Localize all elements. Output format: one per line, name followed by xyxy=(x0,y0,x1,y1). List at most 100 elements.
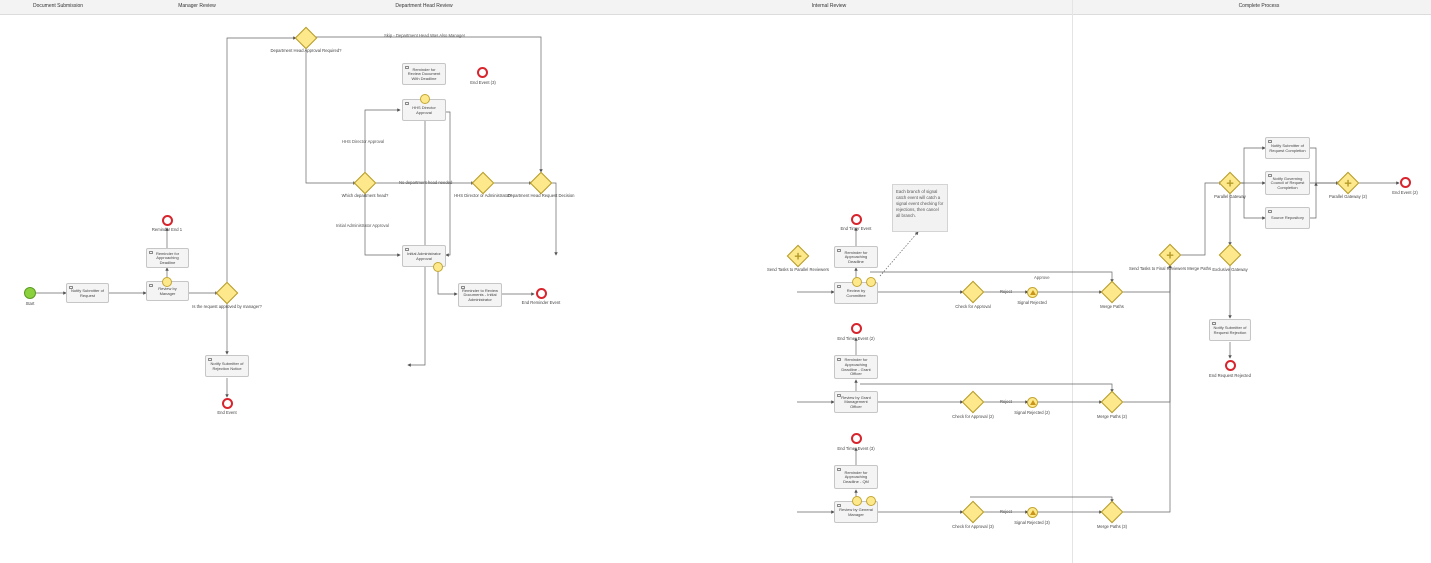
task-initial-administrator-approval[interactable]: Initial Administrator Approval xyxy=(402,245,446,267)
task-label: Review by Committee xyxy=(846,287,866,298)
gateway-exclusive-label: Exclusive Gateway xyxy=(1212,267,1248,272)
timer-boundary-event[interactable] xyxy=(162,277,172,287)
flow-merge3-to-final xyxy=(1122,264,1172,513)
task-label: Reminder to Review Documents - Initial A… xyxy=(462,287,499,302)
task-label: Source Repository xyxy=(1271,215,1304,221)
task-icon xyxy=(405,248,409,251)
gateway-merge-paths-3-label: Merge Paths (3) xyxy=(1096,524,1128,529)
flow-label-hhs-director: HHS Director Approval xyxy=(342,139,385,144)
task-reminder-approaching-deadline-2[interactable]: Reminder for Approaching Deadline xyxy=(834,246,878,268)
signal-rejected-label: Signal Rejected xyxy=(1017,300,1047,305)
signal-rejected-event-3[interactable] xyxy=(1027,507,1038,518)
task-label: Reminder for Review Document With Deadli… xyxy=(407,66,441,81)
task-icon xyxy=(837,249,841,252)
end-event-2[interactable] xyxy=(1400,177,1411,188)
timer-boundary-event-committee-2[interactable] xyxy=(866,277,876,287)
end-reminder-event[interactable] xyxy=(536,288,547,299)
flow-parallel-to-source xyxy=(1240,182,1266,220)
task-reminder-approaching-deadline-3[interactable]: Reminder for Approaching Deadline - Gran… xyxy=(834,355,878,379)
task-icon xyxy=(69,286,73,289)
gateway-parallel-2-label: Parallel Gateway (2) xyxy=(1329,194,1367,199)
flow-parallel-to-notify-submitter xyxy=(1240,146,1266,184)
task-reminder-review-documents[interactable]: Reminder to Review Documents - Initial A… xyxy=(458,283,502,307)
task-icon xyxy=(405,102,409,105)
end-event[interactable] xyxy=(222,398,233,409)
lane-header-bar xyxy=(0,0,1431,15)
task-notify-submitter-completion[interactable]: Notify Submitter of Request Completion xyxy=(1265,137,1310,159)
flow-merge2-to-final xyxy=(1122,264,1172,403)
task-review-by-grant-officer[interactable]: Review by Grant Management Officer xyxy=(834,391,878,413)
end-timer-event-2[interactable] xyxy=(851,323,862,334)
task-notify-submitter-rejection[interactable]: Notify Submitter of Request Rejection xyxy=(1209,319,1251,341)
annotation-signal-catch: Each branch of signal catch event will c… xyxy=(892,184,948,232)
gateway-check-approval-label: Check for Approval xyxy=(955,304,991,309)
flow-label-approve: Approve xyxy=(1034,275,1050,280)
task-notify-submitter-start[interactable]: Notify Submitter of Request xyxy=(66,283,109,303)
gateway-hhs-or-admin-label: HHS Director or Administrator? xyxy=(454,193,512,198)
end-timer-event[interactable] xyxy=(851,214,862,225)
end-timer-event-2-label: End Timer Event (2) xyxy=(837,336,875,341)
task-label: Reminder for Approaching Deadline xyxy=(155,250,180,265)
timer-boundary-event-gm[interactable] xyxy=(852,496,862,506)
task-reminder-approaching-deadline-4[interactable]: Reminder for Approaching Deadline - QM xyxy=(834,465,878,489)
signal-rejected-event-2[interactable] xyxy=(1027,397,1038,408)
end-request-rejected-label: End Request Rejected xyxy=(1209,373,1251,378)
lane-title-department-head-review: Department Head Review xyxy=(395,3,453,9)
flow-label-initial-admin: Initial Administrator Approval xyxy=(336,223,389,228)
end-event-label: End Event xyxy=(217,410,237,415)
task-icon xyxy=(1212,322,1216,325)
gateway-check-approval-2-label: Check for Approval (2) xyxy=(952,414,994,419)
task-label: Notify Submitter of Request Rejection xyxy=(1213,324,1247,335)
task-notify-governing-council[interactable]: Notify Governing Council of Request Comp… xyxy=(1265,171,1310,195)
flow-annotation-link xyxy=(879,231,919,277)
flow-committee-approve xyxy=(870,271,1114,283)
timer-boundary-event-gm-2[interactable] xyxy=(866,496,876,506)
end-event-3-label: End Event (3) xyxy=(470,80,496,85)
flow-label-skip: Skip - Department Head Was Also Manager xyxy=(384,33,466,38)
gateway-merge-paths-label: Merge Paths xyxy=(1100,304,1124,309)
plus-icon: + xyxy=(1344,175,1352,191)
lane-title-internal-review: Internal Review xyxy=(811,3,847,9)
task-label: Notify Submitter of Rejection Notice xyxy=(210,360,244,371)
flow-label-reject-2: Reject xyxy=(1000,399,1012,404)
task-icon xyxy=(837,468,841,471)
end-timer-event-3[interactable] xyxy=(851,433,862,444)
timer-boundary-event-admin[interactable] xyxy=(433,262,443,272)
end-request-rejected-event[interactable] xyxy=(1225,360,1236,371)
flow-gm-approve xyxy=(970,496,1114,503)
gateway-manager-approved-label: Is the request approved by manager? xyxy=(192,304,262,309)
task-icon xyxy=(837,394,841,397)
task-reminder-review-deadline[interactable]: Reminder for Review Document With Deadli… xyxy=(402,63,446,85)
flow-label-reject: Reject xyxy=(1000,289,1012,294)
gateway-send-tasks-label: Send Tasks to Parallel Reviewers xyxy=(766,267,830,272)
end-timer-event-label: End Timer Event xyxy=(840,226,872,231)
lane-divider xyxy=(1072,0,1073,563)
task-label: Notify Submitter of Request Completion xyxy=(1269,142,1306,153)
flow-hhs-to-decision xyxy=(445,111,451,257)
end-event-3[interactable] xyxy=(477,67,488,78)
timer-boundary-event-committee[interactable] xyxy=(852,277,862,287)
signal-rejected-event[interactable] xyxy=(1027,287,1038,298)
task-icon xyxy=(837,504,841,507)
timer-boundary-event-hhs[interactable] xyxy=(420,94,430,104)
task-notify-rejection-notice[interactable]: Notify Submitter of Rejection Notice xyxy=(205,355,249,377)
task-source-repository[interactable]: Source Repository xyxy=(1265,207,1310,229)
task-icon xyxy=(208,358,212,361)
end-event-reminder-1[interactable] xyxy=(162,215,173,226)
start-event[interactable] xyxy=(24,287,36,299)
gateway-dept-head-approval-label: Department Head Approval Required? xyxy=(270,48,342,53)
lane-title-document-submission: Document Submission xyxy=(32,3,84,9)
lane-title-complete-process: Complete Process xyxy=(1238,3,1280,9)
task-icon xyxy=(1268,210,1272,213)
flow-which-to-hhs xyxy=(364,108,401,175)
end-reminder-event-label: End Reminder Event xyxy=(521,300,561,305)
flow-grant-approve xyxy=(860,383,1114,393)
task-label: Review by Manager xyxy=(158,285,177,296)
end-event-2-label: End Event (2) xyxy=(1392,190,1418,195)
flow-skip-department-head xyxy=(314,36,543,173)
task-reminder-approaching-deadline[interactable]: Reminder for Approaching Deadline xyxy=(146,248,189,268)
start-event-label: Start xyxy=(25,301,35,306)
end-timer-event-3-label: End Timer Event (3) xyxy=(837,446,875,451)
task-icon xyxy=(149,284,153,287)
